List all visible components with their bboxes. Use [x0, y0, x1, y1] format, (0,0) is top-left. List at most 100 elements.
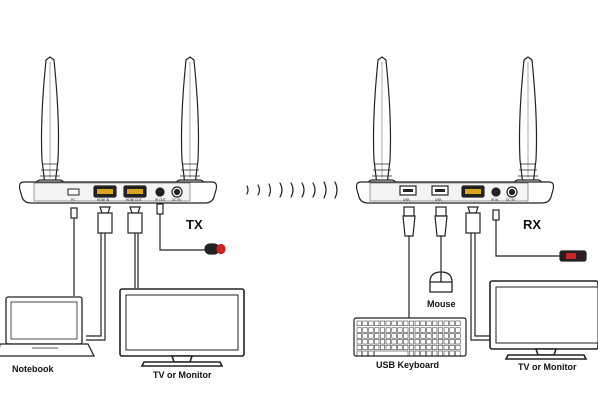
tx-port-label: PC — [71, 198, 76, 202]
receiver-unit — [355, 56, 555, 204]
keyboard-key — [432, 339, 438, 345]
keyboard-key — [437, 344, 444, 351]
keyboard-key — [403, 320, 409, 326]
keyboard-key — [443, 320, 449, 326]
keyboard-key — [385, 327, 391, 333]
keyboard-key — [362, 344, 368, 351]
keyboard-key — [449, 344, 455, 351]
mouse — [429, 271, 453, 293]
keyboard-key — [379, 333, 386, 339]
keyboard-key — [385, 320, 391, 326]
rx-label: RX — [523, 217, 541, 232]
rx-port-label: USB — [403, 198, 410, 202]
keyboard-key — [426, 327, 432, 333]
keyboard-key — [379, 320, 386, 326]
keyboard-key — [432, 350, 438, 356]
keyboard-key — [391, 333, 397, 339]
rx-ir-in-port[interactable] — [491, 187, 501, 197]
keyboard-key — [368, 327, 374, 333]
keyboard-key — [408, 320, 415, 326]
tx-hdmi-out-plug — [129, 206, 141, 214]
keyboard-key — [455, 320, 461, 326]
keyboard-key — [385, 339, 391, 345]
keyboard-key — [408, 327, 415, 333]
tx-cables — [70, 203, 226, 341]
tx-pc-port[interactable] — [67, 188, 80, 196]
keyboard-key — [379, 327, 386, 333]
keyboard-key — [391, 339, 397, 345]
notebook-label: Notebook — [12, 364, 54, 374]
tv-monitor-tx — [119, 288, 245, 367]
keyboard-key — [368, 333, 374, 339]
keyboard-key — [403, 327, 409, 333]
rx-port-label: USB — [435, 198, 442, 202]
keyboard-key — [362, 333, 368, 339]
rx-port-label: IR IN — [491, 198, 499, 202]
tx-ir-out-port[interactable] — [155, 187, 165, 197]
keyboard-key — [426, 339, 432, 345]
keyboard-key — [449, 339, 455, 345]
keyboard-key — [443, 350, 449, 356]
keyboard-key — [368, 339, 374, 345]
keyboard-key — [443, 327, 449, 333]
keyboard-key — [379, 339, 386, 345]
keyboard-key — [362, 320, 368, 326]
keyboard-key — [408, 333, 415, 339]
keyboard-key — [368, 320, 374, 326]
keyboard-key — [449, 350, 455, 356]
keyboard-key — [379, 344, 386, 351]
keyboard-key — [374, 333, 380, 339]
rx-ir-receiver — [559, 250, 587, 262]
keyboard-key — [385, 333, 391, 339]
tx-label: TX — [186, 217, 203, 232]
keyboard-key — [437, 350, 444, 356]
keyboard-key — [356, 344, 362, 351]
keyboard-key — [397, 320, 403, 326]
tx-left-antenna — [35, 56, 65, 203]
keyboard-key — [414, 344, 420, 351]
rx-port-label: DC 5V — [506, 198, 516, 202]
keyboard-key — [426, 320, 432, 326]
keyboard-key — [356, 320, 362, 326]
keyboard-key — [403, 339, 409, 345]
keyboard-key — [449, 333, 455, 339]
keyboard-key — [374, 327, 380, 333]
keyboard-key — [443, 333, 449, 339]
tx-right-antenna — [175, 56, 205, 203]
tx-port-label: HDMI IN — [97, 198, 110, 202]
tx-hdmi-in-plug — [99, 206, 111, 214]
rx-cables — [402, 206, 587, 341]
notebook — [0, 296, 96, 357]
keyboard-key — [455, 350, 461, 356]
mouse-label: Mouse — [427, 299, 456, 309]
keyboard-key — [420, 344, 426, 351]
keyboard-key — [408, 344, 415, 351]
keyboard-key — [408, 350, 415, 356]
keyboard-key — [368, 344, 374, 351]
rx-mouse-usb-plug — [435, 206, 447, 217]
keyboard-key — [420, 350, 426, 356]
keyboard-key — [437, 333, 444, 339]
keyboard-key — [449, 327, 455, 333]
keyboard-key — [426, 344, 432, 351]
keyboard-key — [426, 333, 432, 339]
keyboard-label: USB Keyboard — [376, 360, 439, 370]
keyboard-spacebar — [374, 350, 409, 356]
keyboard-key — [414, 320, 420, 326]
keyboard-key — [408, 339, 415, 345]
tv-tx-label: TV or Monitor — [153, 370, 212, 380]
keyboard-key — [437, 339, 444, 345]
transmitter-unit — [18, 56, 218, 204]
tx-port-label: IR OUT — [155, 198, 166, 202]
tx-ir-plug — [156, 203, 164, 215]
keyboard-key — [432, 327, 438, 333]
keyboard-key — [403, 333, 409, 339]
keyboard-key — [420, 339, 426, 345]
keyboard-key — [420, 320, 426, 326]
keyboard-key — [397, 344, 403, 351]
keyboard-key — [449, 320, 455, 326]
keyboard-key — [432, 333, 438, 339]
tx-port-label: HDMI OUT — [126, 198, 142, 202]
